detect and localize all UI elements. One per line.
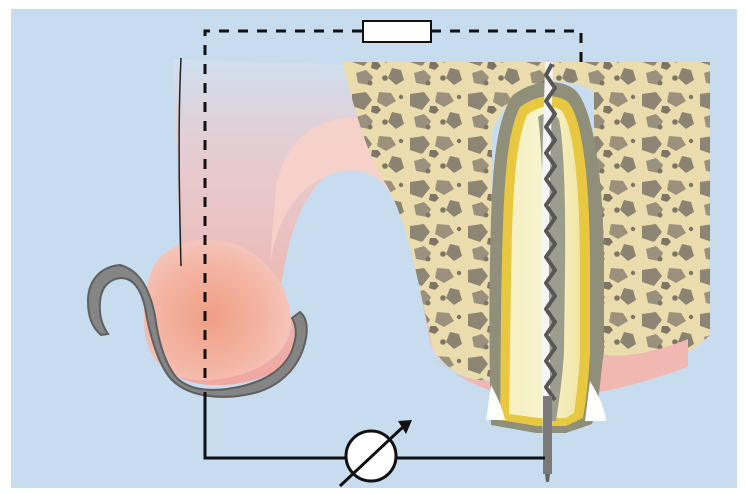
- file-handle: [543, 396, 552, 474]
- resistor-icon: [363, 21, 431, 42]
